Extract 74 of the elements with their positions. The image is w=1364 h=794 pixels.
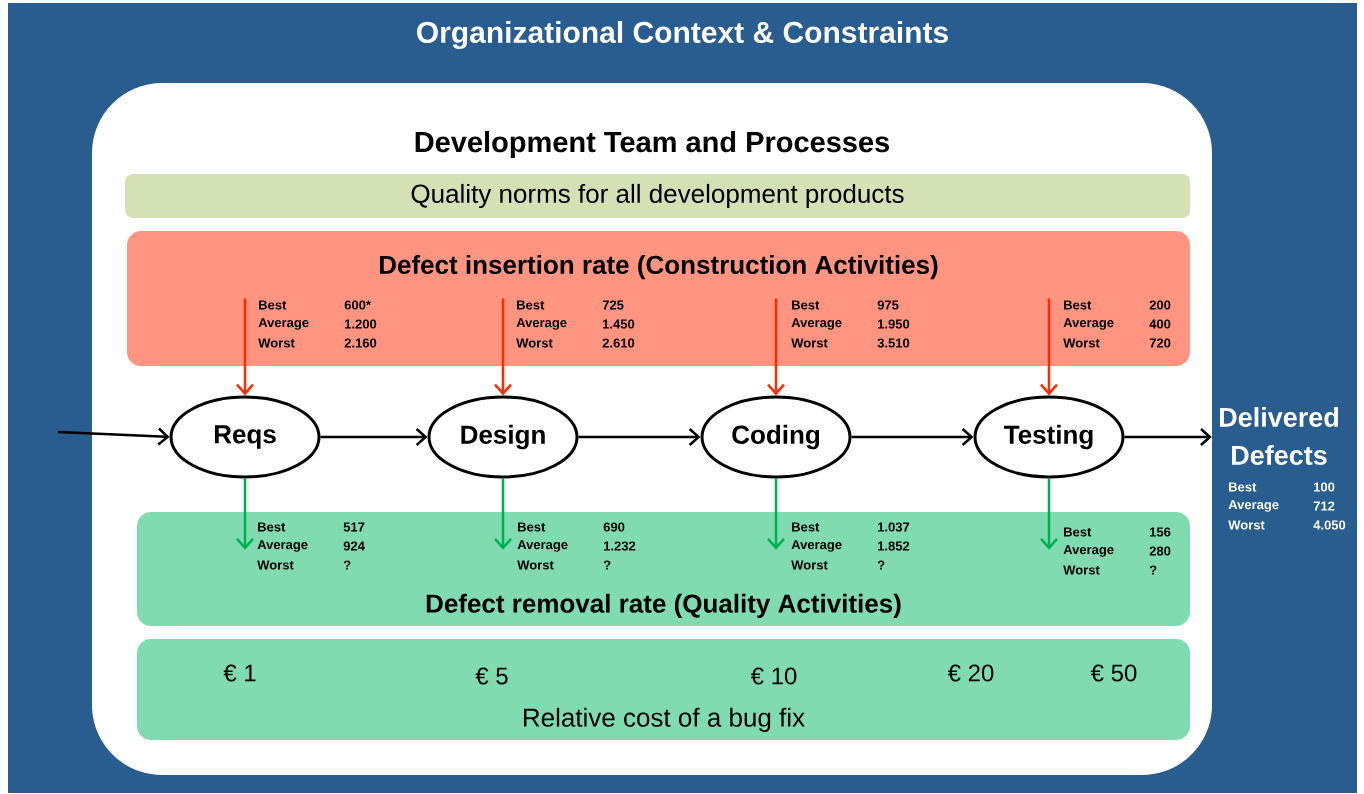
table-text: Best	[792, 522, 820, 532]
table-text: ?	[1149, 565, 1157, 575]
table-text: Average	[791, 540, 842, 552]
cost-label: € 50	[1090, 664, 1137, 682]
arrow	[767, 478, 785, 550]
table-text: 1.852	[878, 541, 910, 551]
table-text: 200	[1149, 300, 1171, 310]
table-text: 2.160	[344, 338, 377, 348]
cost-label: € 1	[223, 664, 256, 682]
table-text: ?	[603, 560, 611, 570]
arrow	[494, 298, 512, 396]
table-text: 1.200	[345, 319, 377, 329]
table-text: Average	[516, 318, 567, 330]
table-text: Average	[258, 318, 309, 330]
table-text: 1.950	[878, 319, 910, 329]
arrow	[1124, 428, 1212, 446]
table-text: 280	[1149, 546, 1171, 556]
arrow	[236, 478, 254, 550]
table-text: 2.610	[602, 338, 635, 348]
table-text: Worst	[1063, 565, 1100, 575]
arrow	[767, 298, 785, 396]
table-text: Worst	[1228, 520, 1265, 530]
table-text: Average	[517, 540, 568, 552]
result-text: Delivered Defects	[1220, 407, 1338, 465]
table-text: Best	[259, 300, 287, 310]
table-text: Worst	[1063, 338, 1100, 348]
cost-label: € 10	[750, 667, 797, 685]
table-text: Best	[1064, 300, 1092, 310]
arrow	[320, 428, 428, 446]
band: Quality norms for all development products	[125, 174, 1190, 218]
table-text: Best	[518, 522, 546, 532]
cost-label: € 20	[947, 664, 994, 682]
table-text: 924	[343, 541, 365, 551]
arrow	[851, 428, 974, 446]
table-text: 517	[343, 522, 365, 532]
table-text: Average	[791, 318, 842, 330]
table-text: 400	[1149, 319, 1171, 329]
arrow	[1040, 298, 1058, 396]
table-text: 690	[603, 522, 625, 532]
table-text: 3.510	[877, 338, 910, 348]
table-text: 720	[1149, 338, 1171, 348]
table-text: 156	[1150, 527, 1171, 537]
table-text: Average	[1063, 318, 1114, 330]
table-text: ?	[877, 560, 885, 570]
table-text: Best	[1064, 527, 1092, 537]
table-text: 1.232	[604, 541, 636, 551]
arrow	[236, 298, 254, 396]
table-text: 975	[877, 300, 899, 310]
table-text: 725	[602, 300, 624, 310]
table-text: Best	[517, 300, 545, 310]
arrow	[1040, 478, 1058, 550]
table-text: Worst	[791, 338, 828, 348]
table-text: 600*	[344, 300, 371, 310]
table-text: Worst	[258, 338, 295, 348]
table-text: Average	[257, 540, 308, 552]
arrow	[494, 478, 512, 550]
arrow	[578, 428, 701, 446]
table-text: Worst	[516, 338, 553, 348]
table-text: 712	[1313, 501, 1335, 511]
table-text: 1.037	[878, 522, 910, 532]
table-text: Best	[258, 522, 286, 532]
arrow	[57, 427, 170, 446]
table-text: Best	[1229, 482, 1257, 492]
table-text: Worst	[517, 560, 554, 570]
cost-label: € 5	[475, 667, 508, 685]
table-text: Average	[1063, 545, 1114, 557]
table-text: Average	[1228, 500, 1279, 512]
table-text: ?	[343, 560, 351, 570]
table-text: 1.450	[603, 319, 635, 329]
table-text: 100	[1314, 482, 1335, 492]
table-text: Worst	[791, 560, 828, 570]
table-text: 4.050	[1313, 520, 1346, 530]
table-text: Best	[792, 300, 820, 310]
table-text: Worst	[257, 560, 294, 570]
